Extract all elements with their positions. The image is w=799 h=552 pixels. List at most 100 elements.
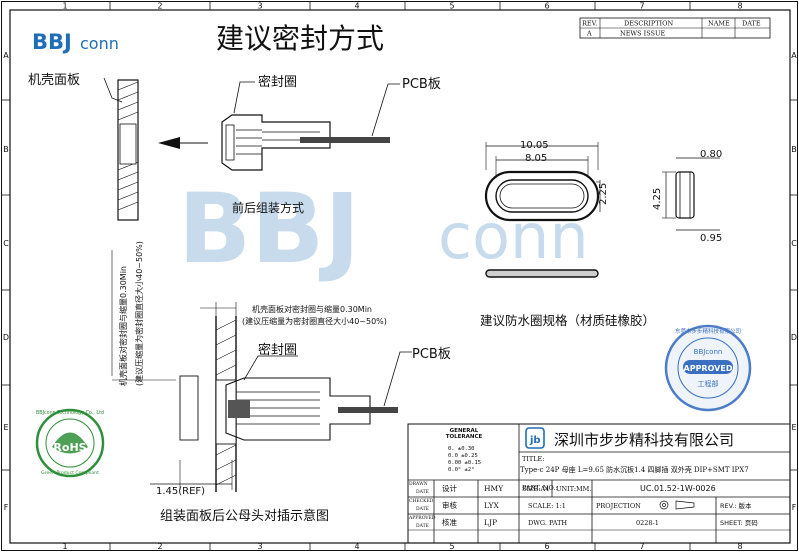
- date-label: DATE: [416, 489, 429, 495]
- checked-role: 审核: [442, 500, 457, 510]
- pcb-label-bottom: PCB板: [412, 347, 451, 362]
- assembly-method-label: 前后组装方式: [232, 200, 304, 215]
- row-label: A: [3, 51, 9, 60]
- company-name: 深圳市步步精科技有限公司: [554, 431, 734, 449]
- dim-lip: 0.95: [700, 233, 722, 244]
- rev-value: A: [586, 30, 592, 38]
- col-label: 4: [354, 542, 359, 551]
- watermark-wordmark: BBJ: [178, 173, 360, 285]
- dim-inner-height: 2.25: [598, 183, 609, 205]
- vertical-note-1: 机壳面板对密封圈与缩量0.30Min: [118, 266, 128, 386]
- part-no-label: PART. NO.:: [522, 484, 558, 492]
- seal-inner: [495, 179, 589, 213]
- scale: SCALE: 1:1: [528, 502, 566, 510]
- approved-logo: BBJconn: [694, 348, 723, 356]
- title-value: Type-c 24P 母座 L=9.65 防水沉板1.4 四脚插 双外壳 DIP…: [520, 465, 749, 474]
- connector-body: [221, 114, 331, 171]
- dim-thickness: 0.80: [700, 149, 722, 160]
- date-label: DATE: [416, 523, 429, 529]
- row-label: B: [791, 145, 797, 154]
- col-label: 3: [257, 2, 262, 11]
- watermark-tail: conn: [438, 200, 589, 273]
- tol-row: 0.0° ±2°: [448, 467, 475, 473]
- ref-dimension: 1.45(REF): [156, 486, 205, 497]
- row-label: E: [3, 423, 8, 432]
- col-label: 6: [544, 2, 549, 11]
- pcb-label-top: PCB板: [402, 77, 441, 92]
- unit: UNIT:MM.: [556, 485, 591, 493]
- seal-ring-label-bottom: 密封圈: [258, 342, 297, 358]
- dwg-path: DWG. PATH: [528, 519, 567, 527]
- company-row: jb 深圳市步步精科技有限公司: [525, 427, 734, 449]
- seal-flat-view: [485, 269, 599, 278]
- upper-assembly: [103, 77, 400, 221]
- tolerance-box: GENERAL TOLERANCE 0. ±0.30 0.0 ±0.25 0.0…: [446, 428, 483, 473]
- company-logo-letter: jb: [529, 435, 541, 446]
- dwg-no: 0228-1: [636, 519, 659, 527]
- watermark: BBJ conn: [178, 173, 589, 285]
- title-label: TITLE:: [522, 455, 545, 463]
- date-label: DATE: [416, 506, 429, 512]
- size: SIZE:A4: [522, 485, 549, 493]
- dim-outer-width: 10.05: [520, 140, 549, 151]
- panel-gap-note-2: (建议压缩量为密封圈直径大小40~50%): [242, 316, 387, 326]
- company-logo-icon: [525, 427, 545, 449]
- seal-outer: [484, 170, 600, 222]
- approved-center-text: APPROVED: [684, 364, 733, 373]
- col-label: 5: [449, 542, 454, 551]
- date-header: DATE: [742, 20, 761, 28]
- title-block: [407, 423, 791, 544]
- col-label: 2: [157, 2, 162, 11]
- col-label: 2: [157, 542, 162, 551]
- rev-field: REV.: 版本: [720, 501, 752, 510]
- approved-sub: 工程部: [698, 379, 719, 388]
- approved-label: APPROVED: [408, 515, 436, 521]
- col-label: 7: [639, 2, 644, 11]
- col-label: 1: [62, 2, 67, 11]
- row-label: D: [791, 333, 797, 342]
- drawn-role: 设计: [442, 483, 457, 493]
- seal-ring-label-top: 密封圈: [258, 74, 297, 90]
- checked-name: LYX: [484, 501, 499, 510]
- dim-outer-height: 4.25: [652, 188, 663, 210]
- projection-symbol-icon: [659, 500, 695, 510]
- projection: PROJECTION: [596, 502, 641, 510]
- pcb-board-lower: [338, 407, 398, 413]
- row-label: D: [3, 333, 9, 342]
- drawn-label: DRAWN: [409, 481, 428, 487]
- col-label: 7: [639, 542, 644, 551]
- panel-gap-note-1: 机壳面板对密封圈与缩量0.30Min: [252, 304, 372, 314]
- rohs-center-text: RoHS: [53, 441, 86, 454]
- col-label: 4: [354, 2, 359, 11]
- col-label: 3: [257, 542, 262, 551]
- desc-value: NEWS ISSUE: [620, 30, 665, 38]
- col-label: 8: [737, 2, 742, 11]
- lower-assembly: [111, 250, 412, 492]
- row-label: E: [791, 423, 796, 432]
- desc-header: DESCRIPTION: [624, 20, 673, 28]
- insert-arrow-icon: [158, 137, 180, 149]
- col-label: 8: [737, 542, 742, 551]
- col-label: 1: [62, 542, 67, 551]
- row-label: A: [791, 51, 797, 60]
- seal-profile: [675, 171, 695, 219]
- vertical-note-2: (建议压缩量为密封圈直径大小40~50%): [134, 241, 144, 386]
- approved-stamp: APPROVED BBJconn 工程部 东莞市步步精科技有限公司: [664, 324, 752, 412]
- assembly-caption: 组装面板后公母头对插示意图: [160, 508, 329, 524]
- logo-wordmark: BBJ: [32, 30, 72, 54]
- row-label: F: [792, 503, 797, 512]
- col-label: 6: [544, 542, 549, 551]
- rohs-stamp: RoHS BBJconn Technology Co., Ltd Green P…: [35, 408, 105, 478]
- logo-tail: conn: [80, 34, 119, 53]
- row-label: C: [3, 239, 9, 248]
- rev-header: REV.: [582, 20, 597, 28]
- leaf-icon: [52, 432, 88, 454]
- panel-label: 机壳面板: [28, 73, 80, 88]
- tol-subtitle: TOLERANCE: [446, 434, 483, 440]
- drawing-title: 建议密封方式: [216, 22, 384, 55]
- pcb-board: [300, 137, 390, 143]
- tol-row: 0. ±0.30: [448, 446, 475, 452]
